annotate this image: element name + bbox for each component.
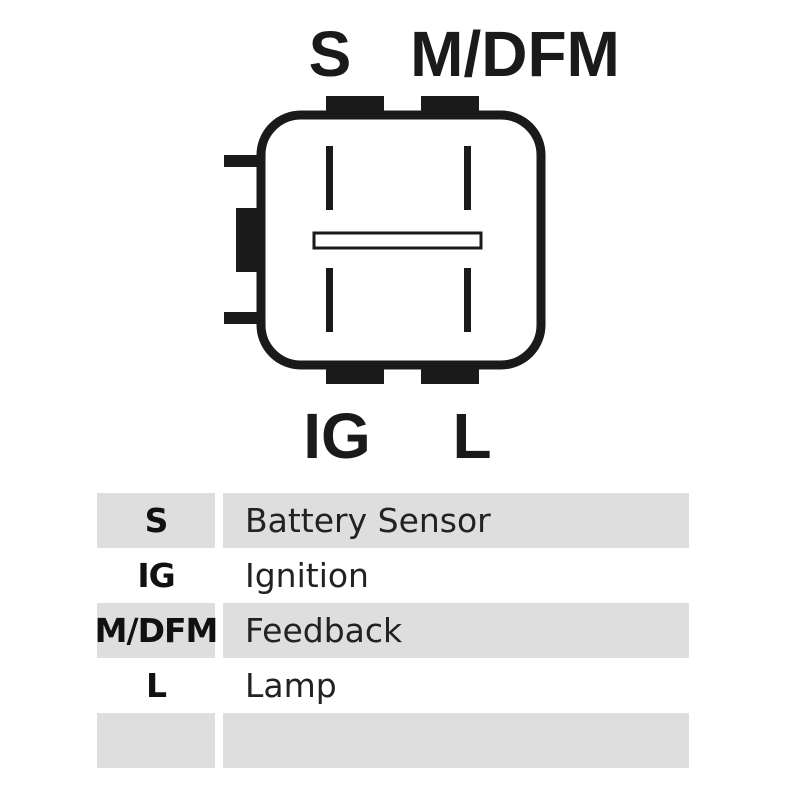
pin-slot-bottom-left: [326, 268, 333, 332]
pin-label-s: S: [309, 18, 352, 90]
legend-row-ig: IG Ignition: [97, 548, 689, 603]
legend-description: [223, 713, 689, 768]
pin-label-ig: IG: [303, 400, 371, 472]
pin-legend-table: S Battery Sensor IG Ignition M/DFM Feedb…: [95, 493, 689, 768]
legend-row-empty: [97, 713, 689, 768]
connector-diagram: S M/DFM IG L: [224, 18, 620, 472]
side-latch-top: [224, 155, 264, 167]
legend-description: Ignition: [245, 556, 369, 595]
pin-slot-top-left: [326, 146, 333, 210]
legend-row-s: S Battery Sensor: [97, 493, 689, 548]
side-latch-bottom: [224, 312, 264, 324]
pin-label-l: L: [452, 400, 491, 472]
legend-code: S: [97, 493, 215, 548]
center-key-bar: [312, 231, 483, 250]
legend-description: Battery Sensor: [223, 493, 689, 548]
legend-row-m-dfm: M/DFM Feedback: [95, 603, 689, 658]
legend-description: Lamp: [245, 666, 337, 705]
legend-code: M/DFM: [95, 603, 218, 658]
legend-description: Feedback: [223, 603, 689, 658]
legend-code: L: [145, 666, 167, 705]
legend-code: [97, 713, 215, 768]
legend-code: IG: [137, 556, 175, 595]
legend-row-l: L Lamp: [97, 658, 689, 713]
pin-label-m-dfm: M/DFM: [410, 18, 620, 90]
pin-slot-bottom-right: [464, 268, 471, 332]
pin-slot-top-right: [464, 146, 471, 210]
